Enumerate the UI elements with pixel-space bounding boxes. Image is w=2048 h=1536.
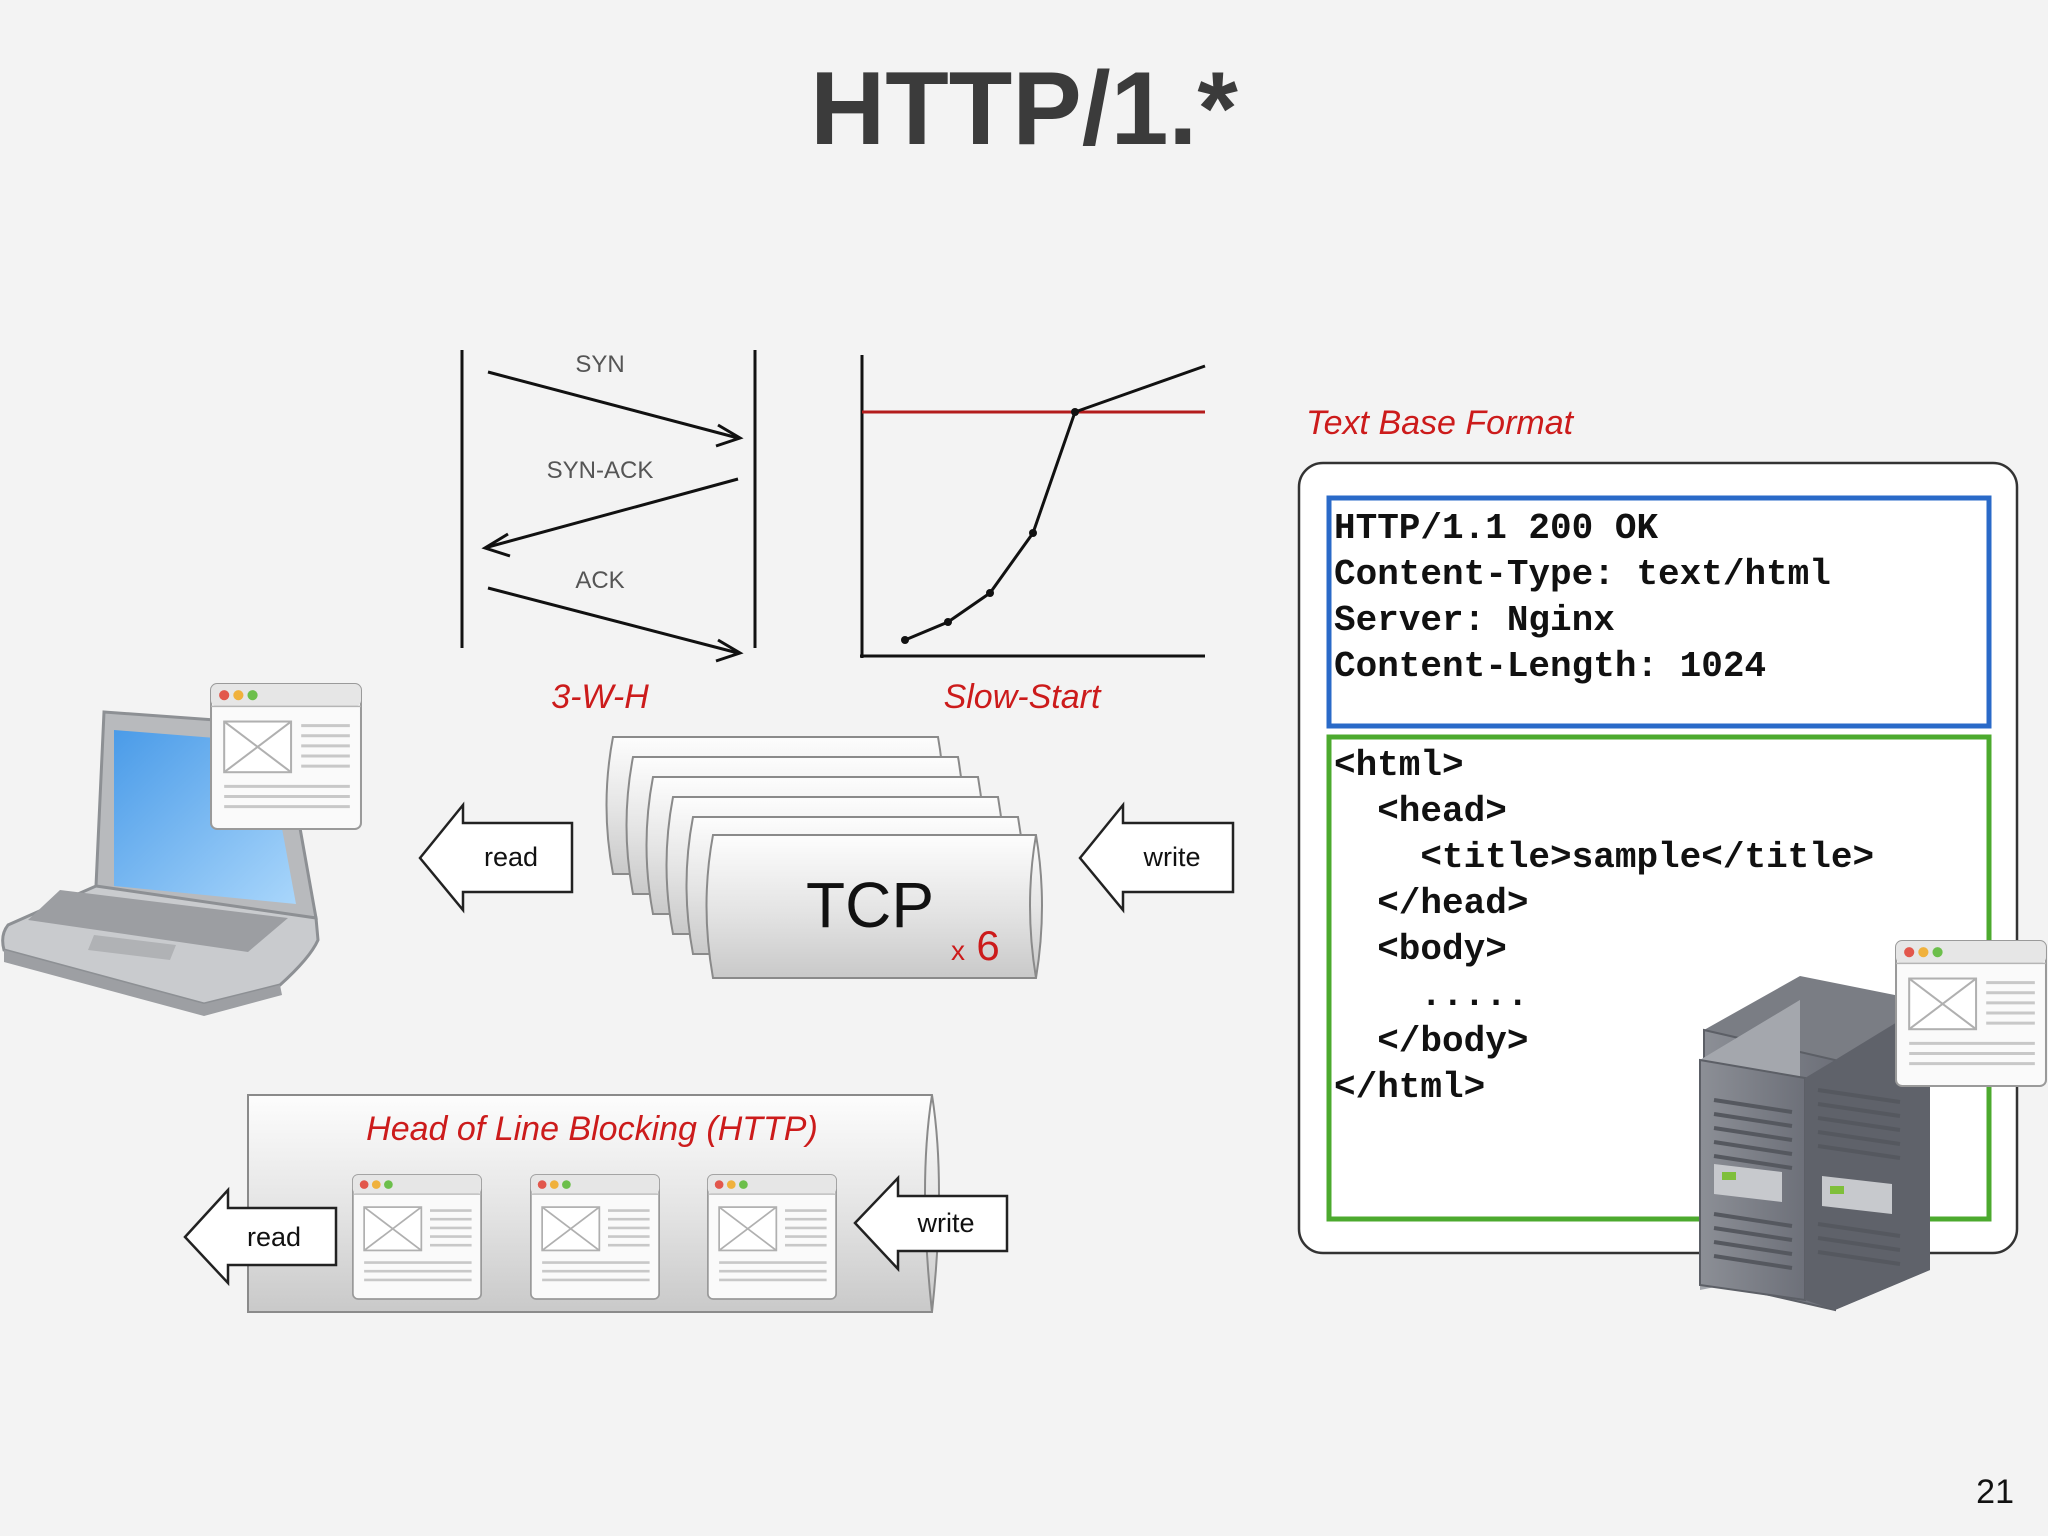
three-way-handshake: SYN SYN-ACK ACK 3-W-H	[460, 350, 757, 716]
laptop-browser-window-icon	[210, 683, 362, 830]
ack-label: ACK	[575, 567, 624, 594]
handshake-caption: 3-W-H	[551, 678, 649, 716]
header-line: Server: Nginx	[1334, 600, 1615, 641]
body-line: <title>sample</title>	[1334, 837, 1874, 878]
read-arrow-bottom: read	[183, 1186, 338, 1287]
tcp-multiplier-x: x	[951, 935, 965, 966]
body-line: <html>	[1334, 745, 1464, 786]
body-line: <body>	[1334, 929, 1507, 970]
read-label-bottom: read	[247, 1222, 301, 1252]
page-number: 21	[1976, 1473, 2014, 1511]
body-line: </body>	[1334, 1021, 1528, 1062]
hol-browser-window-icon-2	[530, 1174, 660, 1300]
body-line: .....	[1334, 975, 1528, 1016]
slow-start-caption: Slow-Start	[944, 678, 1102, 716]
read-label-top: read	[484, 842, 538, 872]
body-line: </head>	[1334, 883, 1528, 924]
write-arrow-bottom: write	[853, 1174, 1009, 1273]
slow-start-graph: Slow-Start	[860, 355, 1206, 716]
tcp-multiplier-count: 6	[976, 922, 999, 969]
http-header-box	[1326, 495, 1992, 729]
syn-ack-label: SYN-ACK	[547, 457, 654, 484]
slide-title: HTTP/1.*	[810, 51, 1238, 167]
tcp-label: TCP	[806, 869, 934, 941]
body-line: <head>	[1334, 791, 1507, 832]
tcp-connection-stack: TCP x 6	[605, 736, 1043, 979]
write-label-top: write	[1142, 842, 1200, 872]
text-format-caption: Text Base Format	[1306, 404, 1575, 442]
write-label-bottom: write	[916, 1208, 974, 1238]
header-line: Content-Type: text/html	[1334, 554, 1831, 595]
hol-browser-window-icon-3	[707, 1174, 837, 1300]
syn-label: SYN	[575, 351, 624, 378]
header-line: Content-Length: 1024	[1334, 646, 1766, 687]
read-arrow-top: read	[418, 801, 574, 914]
hol-caption: Head of Line Blocking (HTTP)	[366, 1110, 818, 1148]
http-header-lines: HTTP/1.1 200 OK Content-Type: text/html …	[1334, 508, 1831, 687]
write-arrow-top: write	[1078, 801, 1235, 914]
http-body-lines: <html> <head> <title>sample</title> </he…	[1334, 745, 1874, 1108]
header-line: HTTP/1.1 200 OK	[1334, 508, 1658, 549]
body-line: </html>	[1334, 1067, 1485, 1108]
hol-browser-window-icon-1	[352, 1174, 482, 1300]
server-browser-window-icon	[1895, 940, 2047, 1087]
